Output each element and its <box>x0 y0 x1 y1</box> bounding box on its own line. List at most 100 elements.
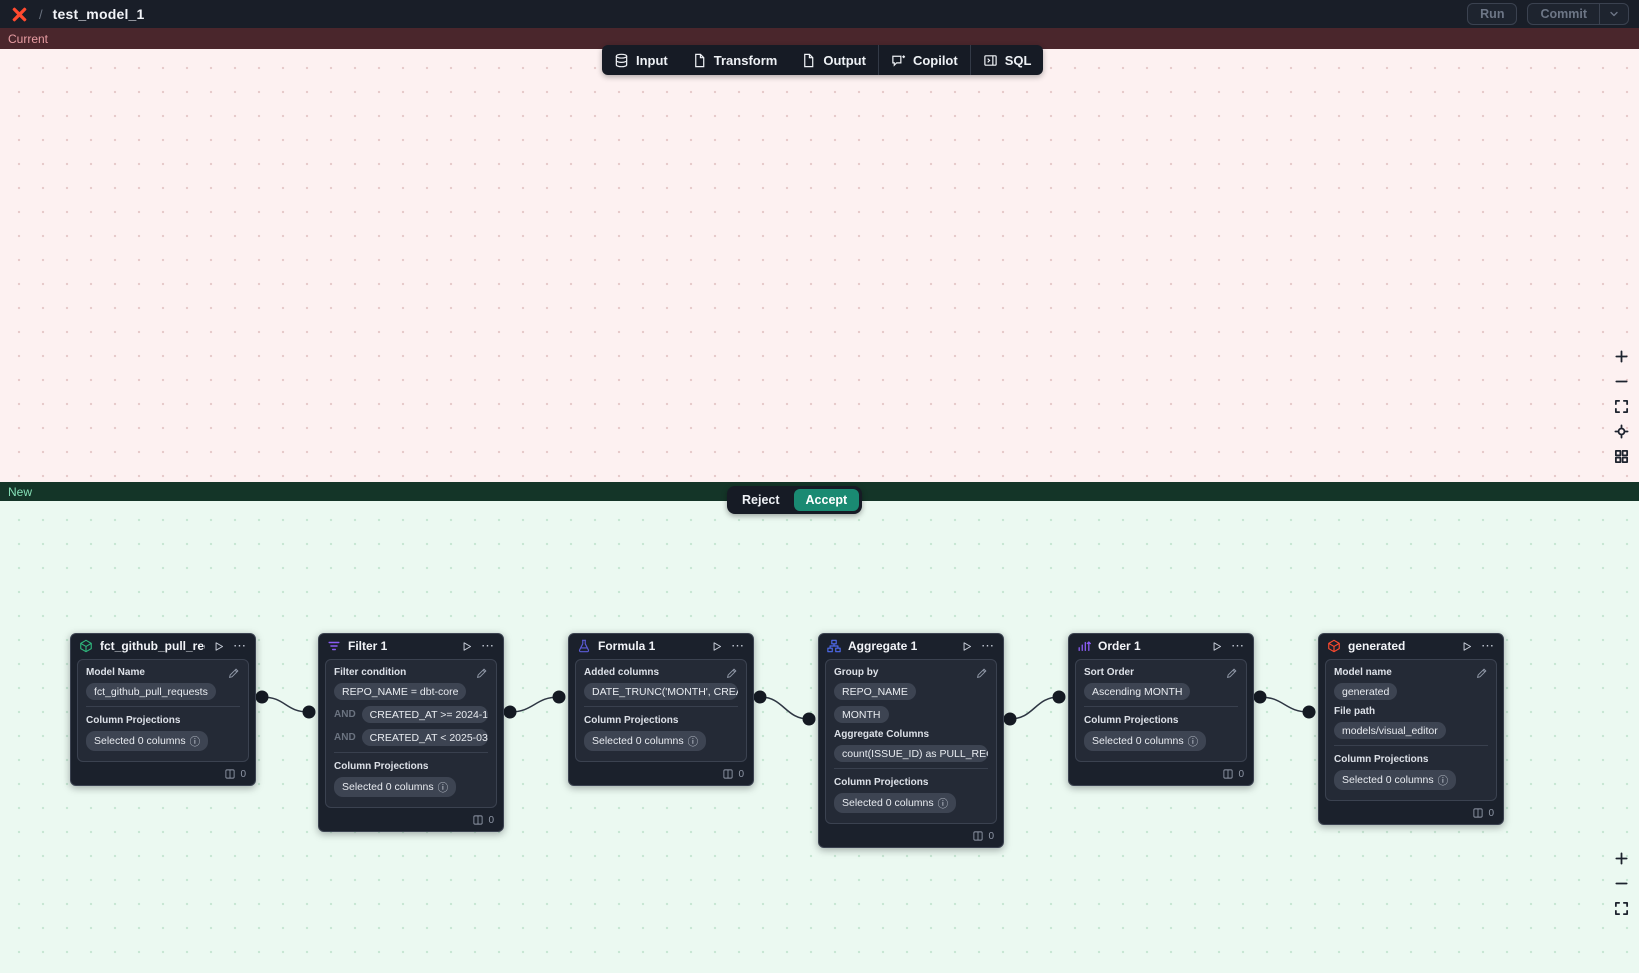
zoom-in-icon[interactable] <box>1609 847 1633 870</box>
columns-count-icon <box>1223 769 1234 779</box>
edit-pencil-icon[interactable] <box>227 667 240 685</box>
locate-icon[interactable] <box>1609 420 1633 443</box>
columns-count-icon <box>723 769 734 779</box>
filter-icon <box>328 641 340 651</box>
toolbar-output-button[interactable]: Output <box>789 45 878 75</box>
new-canvas[interactable]: fct_github_pull_requests ⋯ Model Name fc… <box>0 501 1639 973</box>
edge-handle[interactable] <box>1253 690 1267 704</box>
reject-button[interactable]: Reject <box>730 489 792 511</box>
filter-condition-pill[interactable]: CREATED_AT >= 2024-12-01 <box>361 706 488 723</box>
aggregate-columns-pill[interactable]: count(ISSUE_ID) as PULL_REQUEST_… <box>834 745 988 762</box>
columns-count-icon <box>225 769 236 779</box>
node-menu-icon[interactable]: ⋯ <box>233 638 246 653</box>
edge-handle[interactable] <box>802 712 816 726</box>
node-menu-icon[interactable]: ⋯ <box>481 638 494 653</box>
filter-condition-pill[interactable]: REPO_NAME = dbt-core <box>334 683 467 700</box>
edge-handle[interactable] <box>753 690 767 704</box>
edge-handle[interactable] <box>255 690 269 704</box>
edit-pencil-icon[interactable] <box>1475 667 1488 685</box>
field-label: Model Name <box>86 667 145 678</box>
node-header: generated ⋯ <box>1319 634 1503 656</box>
edit-pencil-icon[interactable] <box>475 667 488 685</box>
node-aggregate-1[interactable]: Aggregate 1 ⋯ Group by REPO_NAME MONTH A… <box>818 633 1004 848</box>
node-menu-icon[interactable]: ⋯ <box>1231 638 1244 653</box>
play-icon[interactable] <box>1210 640 1223 653</box>
play-icon[interactable] <box>960 640 973 653</box>
filter-condition-pill[interactable]: CREATED_AT < 2025-03-01 <box>361 729 488 746</box>
copilot-chat-icon <box>892 54 905 67</box>
sql-panel-icon <box>983 54 997 66</box>
commit-button[interactable]: Commit <box>1540 7 1587 21</box>
edit-pencil-icon[interactable] <box>725 667 738 685</box>
model-package-icon <box>1328 639 1340 653</box>
node-footer: 0 <box>1069 766 1253 785</box>
model-name-pill[interactable]: fct_github_pull_requests <box>86 683 216 700</box>
node-body: Sort Order Ascending MONTH Column Projec… <box>1075 659 1247 762</box>
commit-chevron-down-icon[interactable] <box>1600 4 1628 24</box>
current-canvas[interactable] <box>0 49 1639 482</box>
info-icon[interactable]: ⓘ <box>189 735 201 748</box>
toolbar-transform-button[interactable]: Transform <box>680 45 790 75</box>
edge-handle[interactable] <box>302 705 316 719</box>
node-menu-icon[interactable]: ⋯ <box>981 638 994 653</box>
toolbar-copilot-button[interactable]: Copilot <box>879 45 970 75</box>
edge-handle[interactable] <box>503 705 517 719</box>
play-icon[interactable] <box>710 640 723 653</box>
section-divider <box>584 706 738 707</box>
dbt-logo-icon[interactable] <box>10 5 29 24</box>
group-by-pill[interactable]: REPO_NAME <box>834 683 916 700</box>
breadcrumb-separator: / <box>39 6 43 22</box>
columns-count: 0 <box>1488 807 1494 819</box>
field-label: Column Projections <box>834 777 929 788</box>
toolbar-sql-button[interactable]: SQL <box>971 45 1044 75</box>
node-fct-github-pull-requests[interactable]: fct_github_pull_requests ⋯ Model Name fc… <box>70 633 256 786</box>
group-by-pill[interactable]: MONTH <box>834 706 889 723</box>
node-generated[interactable]: generated ⋯ Model name generated File pa… <box>1318 633 1504 825</box>
zoom-in-icon[interactable] <box>1609 345 1633 368</box>
info-icon[interactable]: ⓘ <box>937 797 949 810</box>
run-button[interactable]: Run <box>1467 3 1518 25</box>
file-path-pill[interactable]: models/visual_editor <box>1334 722 1446 739</box>
columns-count: 0 <box>988 830 994 842</box>
info-icon[interactable]: ⓘ <box>1437 774 1449 787</box>
node-footer: 0 <box>319 812 503 831</box>
edge-handle[interactable] <box>552 690 566 704</box>
play-icon[interactable] <box>212 640 225 653</box>
node-menu-icon[interactable]: ⋯ <box>731 638 744 653</box>
toolbar-input-button[interactable]: Input <box>602 45 680 75</box>
zoom-out-icon[interactable] <box>1609 370 1633 393</box>
edge-handle[interactable] <box>1052 690 1066 704</box>
minimap-icon[interactable] <box>1609 445 1633 468</box>
info-icon[interactable]: ⓘ <box>687 735 699 748</box>
play-icon[interactable] <box>1460 640 1473 653</box>
model-title: test_model_1 <box>52 6 145 22</box>
node-menu-icon[interactable]: ⋯ <box>1481 638 1494 653</box>
added-columns-pill[interactable]: DATE_TRUNC('MONTH', CREATED_AT… <box>584 683 738 700</box>
accept-button[interactable]: Accept <box>793 489 860 511</box>
info-icon[interactable]: ⓘ <box>1187 735 1199 748</box>
current-version-banner: Current <box>0 28 1639 49</box>
node-formula-1[interactable]: Formula 1 ⋯ Added columns DATE_TRUNC('MO… <box>568 633 754 786</box>
fit-view-icon[interactable] <box>1609 897 1633 920</box>
sort-order-pill[interactable]: Ascending MONTH <box>1084 683 1191 700</box>
toolbar-divider <box>877 45 879 75</box>
edit-pencil-icon[interactable] <box>975 667 988 685</box>
info-icon[interactable]: ⓘ <box>437 781 449 794</box>
play-icon[interactable] <box>460 640 473 653</box>
node-filter-1[interactable]: Filter 1 ⋯ Filter condition REPO_NAME = … <box>318 633 504 832</box>
zoom-out-icon[interactable] <box>1609 872 1633 895</box>
edge-handle[interactable] <box>1302 705 1316 719</box>
edge <box>759 696 810 720</box>
edit-pencil-icon[interactable] <box>1225 667 1238 685</box>
fit-view-icon[interactable] <box>1609 395 1633 418</box>
edge-handle[interactable] <box>1003 712 1017 726</box>
model-name-pill[interactable]: generated <box>1334 683 1398 700</box>
file-icon <box>804 53 814 67</box>
node-order-1[interactable]: Order 1 ⋯ Sort Order Ascending MONTH Col… <box>1068 633 1254 786</box>
